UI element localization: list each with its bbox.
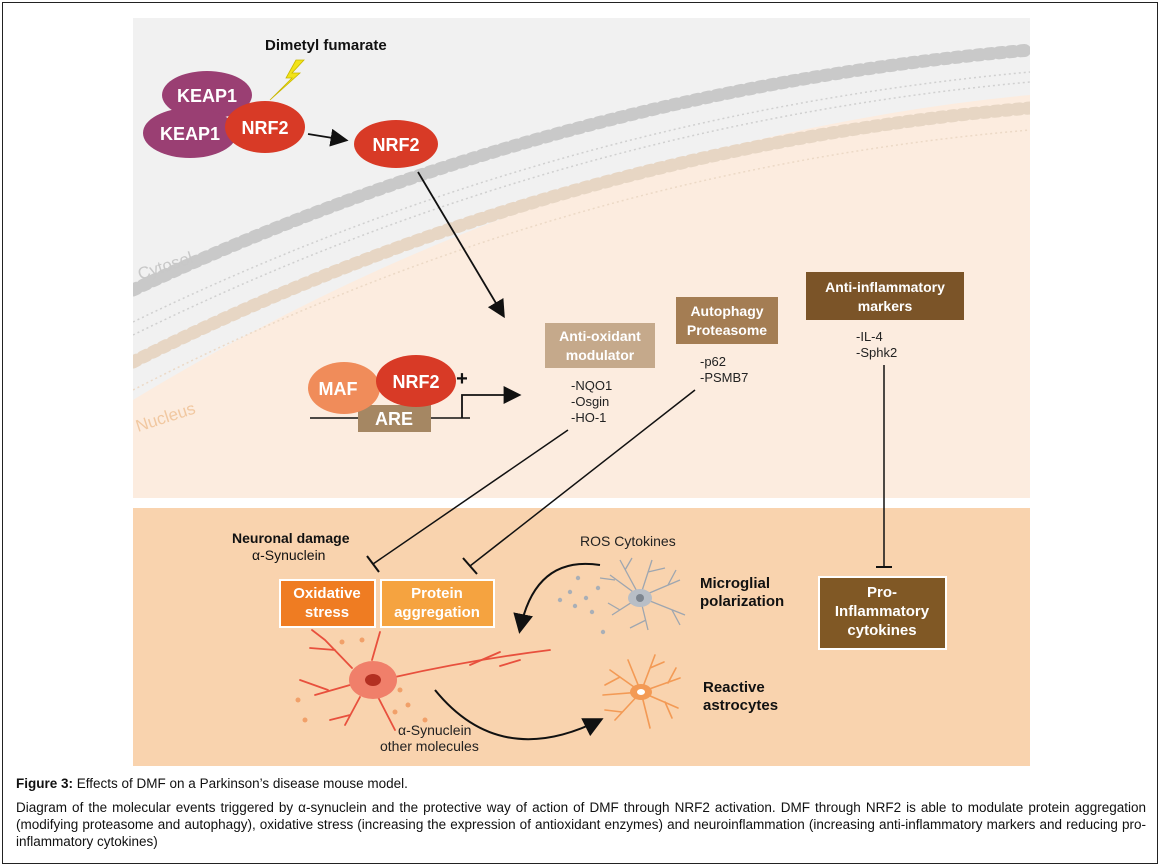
- keap1-ellipse-1: [162, 71, 252, 119]
- antioxidant-title-1: Anti-oxidant: [559, 328, 641, 344]
- autophagy-box: [676, 297, 778, 344]
- oxidative-line-2: stress: [305, 604, 349, 621]
- figure-title: Effects of DMF on a Parkinson’s disease …: [73, 776, 408, 791]
- antioxidant-item-2: -Osgin: [571, 394, 609, 409]
- release-arrow: [307, 128, 349, 147]
- are-box: [358, 405, 431, 432]
- antioxidant-box: [545, 323, 655, 368]
- pathway-diagram: Cytosol Nucleus Dimetyl fumarate KEAP1 K…: [133, 18, 1030, 766]
- plus-sign: +: [456, 368, 468, 390]
- nrf2-free-ellipse: [354, 120, 438, 168]
- caption-title-line: Figure 3: Effects of DMF on a Parkinson’…: [16, 775, 1146, 792]
- neuron-cell: [299, 629, 551, 731]
- membrane-tails-2: [133, 81, 1030, 336]
- nrf2-complex-label: NRF2: [241, 118, 288, 138]
- antiinflam-item-1: -IL-4: [856, 329, 883, 344]
- microglial-line-1: Microglial: [700, 575, 770, 592]
- keap1-label-2: KEAP1: [160, 124, 220, 144]
- reactive-line-2: astrocytes: [703, 697, 778, 714]
- proinflam-line-1: Pro-: [867, 584, 897, 601]
- autophagy-item-2: -PSMB7: [700, 370, 748, 385]
- figure-label: Figure 3:: [16, 776, 74, 791]
- protein-line-1: Protein: [411, 585, 463, 602]
- antioxidant-inhibition-line: [372, 429, 569, 565]
- oxidative-line-1: Oxidative: [293, 585, 361, 602]
- maf-label: MAF: [319, 379, 358, 399]
- figure-description: Diagram of the molecular events triggere…: [16, 800, 1146, 849]
- reactive-line-1: Reactive: [703, 679, 765, 696]
- antioxidant-inhibition-bar: [366, 555, 380, 573]
- lightning-bolt-icon: [269, 59, 305, 101]
- membrane-outer-heads: [133, 43, 1030, 297]
- keap1-label-1: KEAP1: [177, 86, 237, 106]
- protein-aggregation-box: [380, 579, 495, 628]
- cell-panel: [133, 18, 1030, 498]
- are-label: ARE: [375, 409, 413, 429]
- synuclein-label: α-Synuclein: [252, 547, 325, 563]
- proinflam-line-3: cytokines: [847, 622, 916, 639]
- autophagy-title-1: Autophagy: [690, 303, 763, 319]
- oxidative-stress-box: [279, 579, 376, 628]
- protein-line-2: aggregation: [394, 604, 480, 621]
- transcription-arrow: [461, 386, 522, 418]
- figure-caption: Figure 3: Effects of DMF on a Parkinson’…: [16, 775, 1146, 850]
- microglial-line-2: polarization: [700, 593, 784, 610]
- synuclein-other-line-1: α-Synuclein: [398, 722, 471, 738]
- autophagy-item-1: -p62: [700, 354, 726, 369]
- antiinflam-title-2: markers: [858, 298, 913, 314]
- proinflam-line-2: Inflammatory: [835, 603, 930, 620]
- neuronal-damage-label: Neuronal damage: [232, 530, 350, 546]
- released-particles: [295, 637, 428, 723]
- neuron-nucleus: [365, 674, 381, 686]
- dmf-label: Dimetyl fumarate: [265, 37, 387, 54]
- antiinflam-box: [806, 272, 964, 320]
- autophagy-title-2: Proteasome: [687, 322, 767, 338]
- ros-cytokines-label: ROS Cytokines: [580, 533, 676, 549]
- nrf2-free-label: NRF2: [372, 135, 419, 155]
- membrane-inner-heads: [133, 101, 1030, 369]
- antioxidant-item-1: -NQO1: [571, 378, 612, 393]
- antiinflam-item-2: -Sphk2: [856, 345, 897, 360]
- antioxidant-title-2: modulator: [566, 347, 635, 363]
- astrocyte-nucleus: [637, 689, 645, 695]
- nrf2-complex-ellipse: [225, 101, 305, 153]
- maf-ellipse: [308, 362, 380, 414]
- nrf2-nuclear-ellipse: [376, 355, 456, 407]
- translocation-arrow: [417, 171, 505, 319]
- cytokine-dots: [557, 575, 606, 635]
- astrocyte-arrow: [434, 689, 604, 741]
- ros-arrow: [513, 562, 601, 634]
- autophagy-inhibition-line: [469, 389, 696, 567]
- microglia-nucleus: [636, 594, 644, 602]
- keap1-ellipse-2: [143, 108, 237, 158]
- antioxidant-item-3: -HO-1: [571, 410, 606, 425]
- proinflam-box: [818, 576, 947, 650]
- synuclein-other-line-2: other molecules: [380, 738, 479, 754]
- autophagy-inhibition-bar: [462, 557, 478, 575]
- antiinflam-title-1: Anti-inflammatory: [825, 279, 945, 295]
- nrf2-nuclear-label: NRF2: [392, 372, 439, 392]
